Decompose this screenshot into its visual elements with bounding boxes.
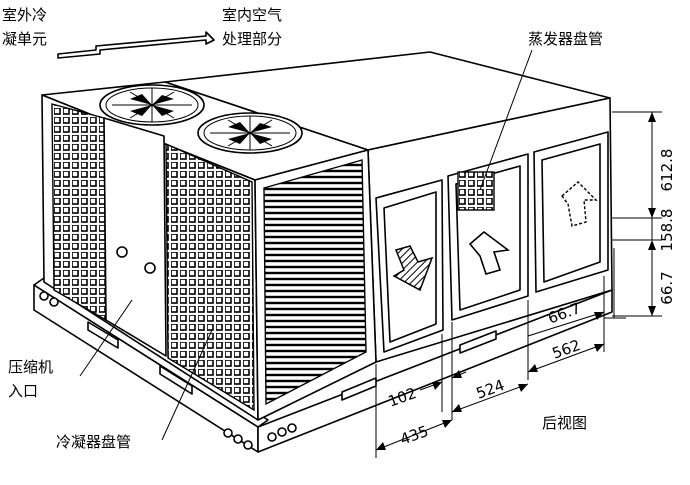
rear-view-label: 后视图 — [542, 414, 587, 432]
dim-612-8: 612.8 — [658, 149, 676, 192]
dim-435: 435 — [398, 422, 431, 449]
indoor-section — [164, 51, 613, 363]
condenser-coil-label: 冷凝器盘管 — [56, 433, 131, 451]
condenser-grille-end — [263, 159, 367, 406]
compressor-inlet-label-line2: 入口 — [8, 382, 38, 400]
outdoor-unit-label-line2: 凝单元 — [2, 30, 47, 48]
base-rail — [33, 265, 613, 453]
panel-knob — [116, 246, 128, 258]
dim-158-8: 158.8 — [658, 209, 676, 252]
fan-icon — [99, 84, 205, 126]
outdoor-section — [41, 81, 377, 421]
compressor-inlet-label-line1: 压缩机 — [8, 358, 53, 376]
compressor-access-panel — [103, 117, 167, 357]
evaporator-coil-label: 蒸发器盘管 — [528, 30, 603, 48]
outdoor-unit-label-line1: 室外冷 — [2, 6, 47, 24]
airflow-arrow-icon — [561, 181, 598, 227]
condenser-grille-right — [165, 142, 255, 412]
indoor-unit-label-line2: 处理部分 — [222, 30, 282, 48]
evaporator-coil — [457, 171, 495, 211]
panel-knob — [144, 262, 156, 274]
airflow-arrow-icon — [468, 230, 511, 275]
condenser-grille-left — [51, 103, 107, 322]
dim-66-7-vertical: 66.7 — [658, 271, 676, 304]
fan-icon — [197, 112, 303, 154]
section-divider-arrow — [57, 31, 215, 59]
dimension-lines — [375, 111, 662, 458]
airflow-arrow-icon — [392, 245, 434, 292]
dim-524: 524 — [474, 376, 507, 403]
dim-562: 562 — [550, 336, 583, 363]
indoor-unit-label-line1: 室内空气 — [222, 6, 282, 24]
leader-lines — [79, 49, 533, 441]
